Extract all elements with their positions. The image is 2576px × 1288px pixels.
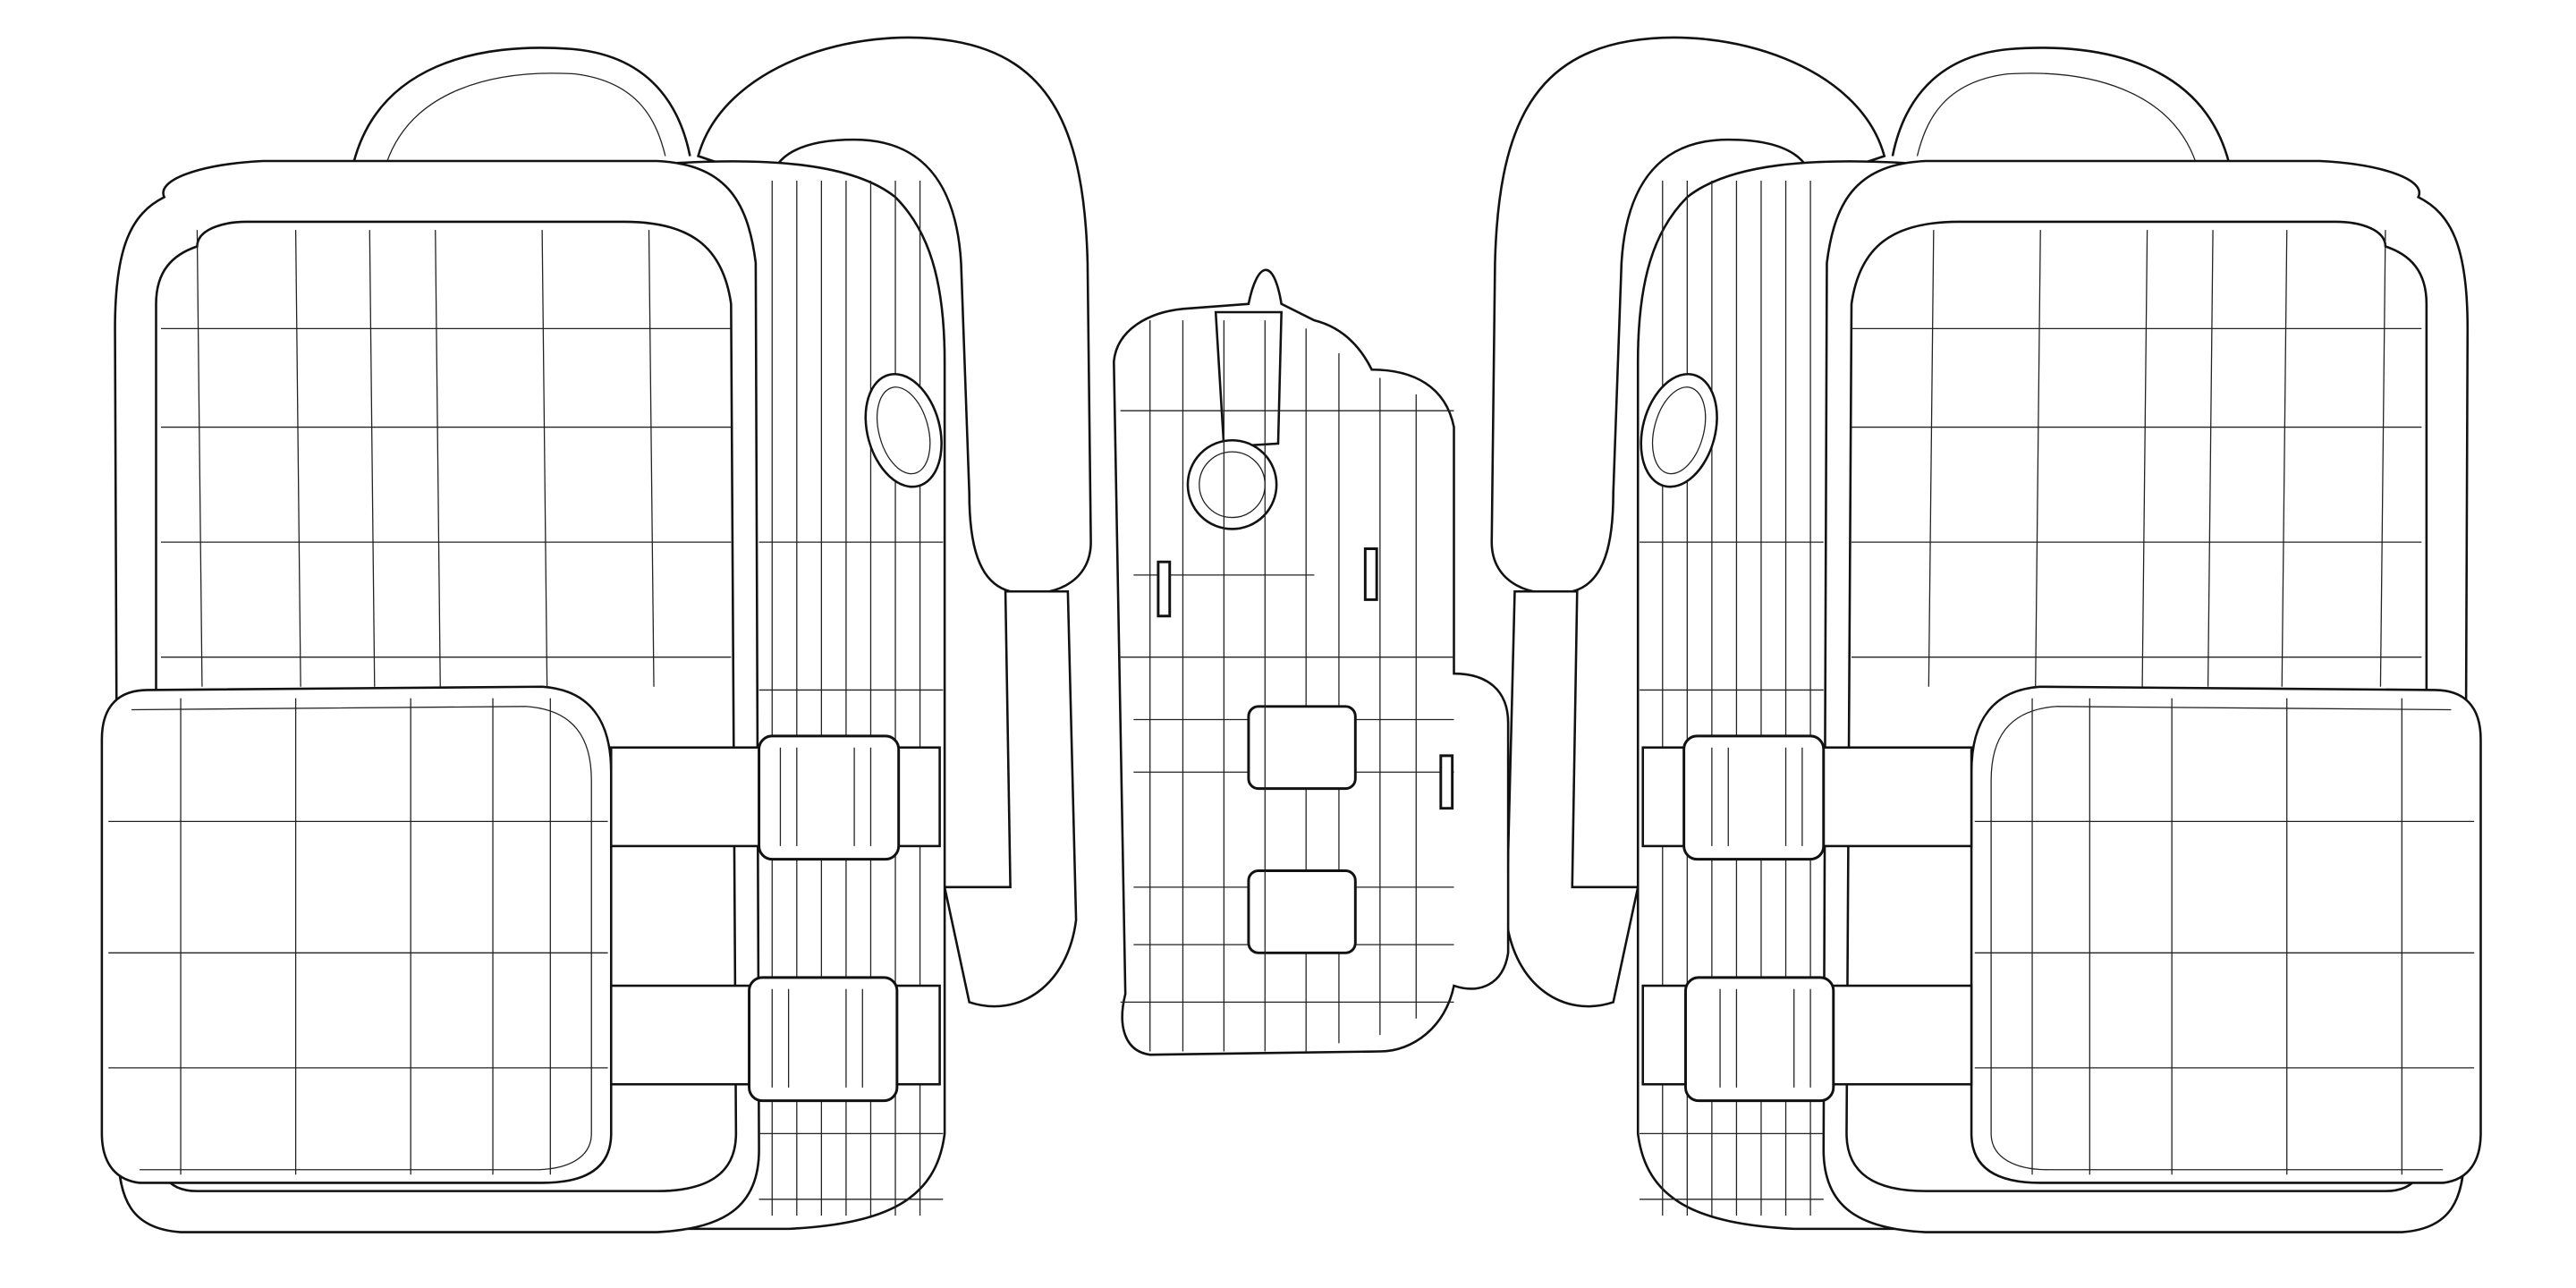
backpack-left-view — [100, 36, 1093, 1234]
top-handle — [1214, 310, 1283, 448]
zipper-pull-icon — [1363, 547, 1378, 601]
buckle-icon — [1247, 869, 1357, 954]
buckle-icon — [1247, 705, 1357, 791]
ring-icon — [1186, 438, 1278, 530]
zipper-pull-icon — [1157, 560, 1172, 618]
backpack-side-view — [1113, 268, 1510, 1056]
zipper-pull-icon — [1439, 754, 1454, 810]
backpack-right-view — [1490, 36, 2482, 1234]
